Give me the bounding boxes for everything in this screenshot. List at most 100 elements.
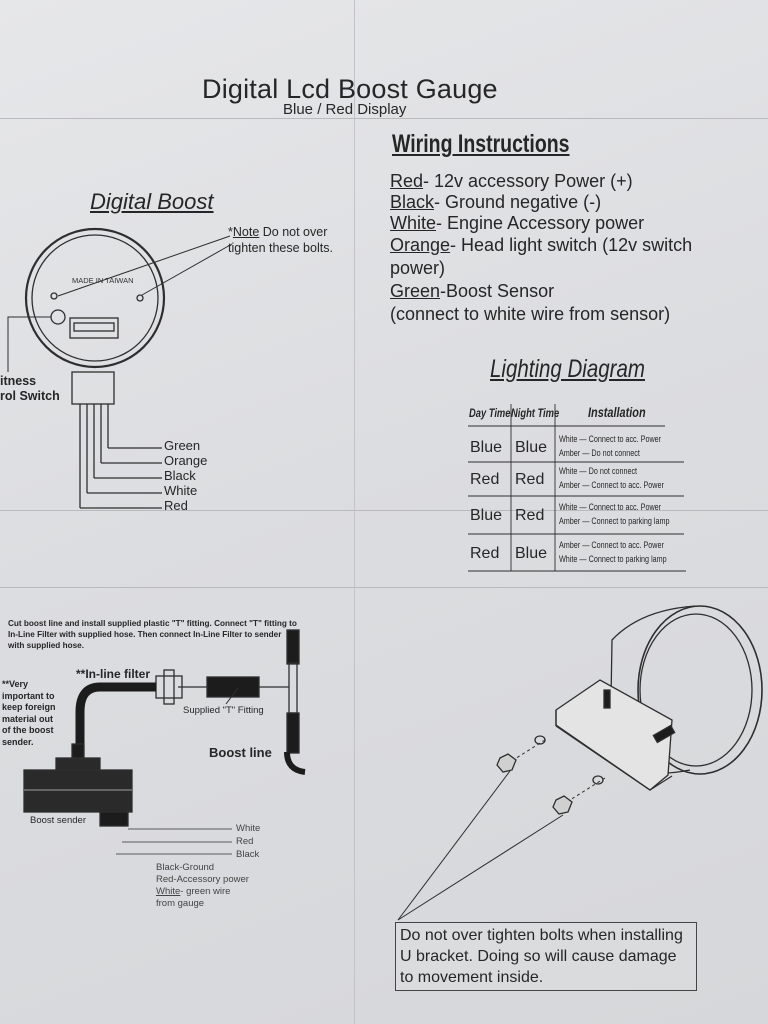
lead-instruction: Connect to parking lamp bbox=[591, 516, 670, 526]
wire-description: (connect to white wire from sensor) bbox=[390, 304, 671, 324]
inline-filter-label: **In-line filter bbox=[76, 667, 151, 681]
lead-color: White bbox=[559, 466, 578, 476]
wiring-heading: Wiring Instructions bbox=[392, 130, 570, 158]
wiring-line: Black- Ground negative (-) bbox=[390, 192, 601, 213]
day-color: Blue bbox=[470, 439, 503, 456]
lead-color: White bbox=[559, 554, 578, 564]
filter-warning-line: important to bbox=[2, 690, 55, 701]
lead-instruction: Do not connect bbox=[588, 466, 638, 476]
wire-color-name: Orange bbox=[390, 235, 451, 255]
boost-sender-label: Boost sender bbox=[30, 815, 86, 826]
filter-warning-line: **Very bbox=[2, 679, 29, 689]
lighting-heading: Lighting Diagram bbox=[490, 355, 645, 383]
sender-wiring-notes: Black-Ground Red-Accessory power White- … bbox=[156, 862, 249, 910]
wiring-line: (connect to white wire from sensor) bbox=[390, 304, 670, 325]
lead-instruction: Do not connect bbox=[591, 448, 640, 458]
wire-description: - Engine Accessory power bbox=[436, 213, 645, 233]
wiring-line: power) bbox=[390, 258, 445, 279]
fold-line bbox=[0, 118, 768, 119]
boost-line-drawing bbox=[75, 629, 306, 775]
filter-warning-line: keep foreign bbox=[2, 702, 56, 712]
lead-color: Amber bbox=[559, 516, 581, 526]
lead-color: Amber bbox=[559, 480, 581, 490]
night-color: Red bbox=[515, 507, 545, 524]
connector-drawing bbox=[71, 371, 162, 509]
lead-instruction: Connect to acc. Power bbox=[588, 434, 662, 444]
wiring-line: White- Engine Accessory power bbox=[390, 213, 644, 234]
fold-line bbox=[0, 510, 768, 511]
lead-instruction: Connect to acc. Power bbox=[588, 502, 662, 512]
note-text-line2: tighten these bolts. bbox=[228, 241, 333, 255]
wire-color-name: Red bbox=[390, 171, 424, 191]
lead-color: Amber bbox=[559, 540, 581, 550]
night-color: Blue bbox=[515, 439, 548, 456]
wire-label-white: White bbox=[164, 483, 198, 498]
wire-label-orange: Orange bbox=[164, 453, 208, 468]
lead-instruction: Connect to parking lamp bbox=[588, 554, 667, 564]
wire-description: - Ground negative (-) bbox=[434, 192, 602, 212]
wiring-line: Orange- Head light switch (12v switch bbox=[390, 235, 692, 256]
lead-color: White bbox=[559, 434, 578, 444]
sender-note-color: White bbox=[156, 886, 181, 897]
wire-color-name: White bbox=[390, 213, 437, 233]
wire-color-name: Black bbox=[390, 192, 435, 212]
fold-line bbox=[354, 0, 355, 1024]
boost-line-label: Boost line bbox=[209, 745, 272, 760]
wire-description: -Boost Sensor bbox=[440, 281, 555, 301]
boost-sender-drawing bbox=[23, 743, 232, 855]
filter-warning: **Very important to keep foreign materia… bbox=[2, 679, 56, 748]
note-text: Do not over bbox=[259, 225, 328, 239]
t-fitting-label: Supplied "T" Fitting bbox=[183, 705, 264, 716]
note-asterisk: * bbox=[228, 225, 233, 239]
column-header-day: Day Time bbox=[469, 406, 511, 420]
column-header-night: Night Time bbox=[511, 406, 560, 420]
day-color: Red bbox=[470, 545, 500, 562]
sender-wire-white: White bbox=[236, 823, 261, 834]
fold-line bbox=[0, 587, 768, 588]
night-color: Blue bbox=[515, 545, 548, 562]
filter-warning-line: material out bbox=[2, 713, 54, 724]
sender-wire-black: Black bbox=[236, 849, 260, 860]
gauge-bracket-drawing bbox=[397, 605, 763, 921]
day-color: Blue bbox=[470, 507, 503, 524]
wire-description: - Head light switch (12v switch bbox=[450, 235, 693, 255]
wire-label-black: Black bbox=[164, 468, 196, 483]
bolt-note: *Note Do not over tighten these bolts. bbox=[228, 224, 333, 256]
lighting-table-rules bbox=[468, 404, 686, 572]
day-color: Red bbox=[470, 471, 500, 488]
brightness-label-line2: rol Switch bbox=[0, 389, 60, 403]
page-title: Digital Lcd Boost Gauge bbox=[202, 74, 498, 104]
wire-color-name: Green bbox=[390, 281, 441, 301]
wire-label-green: Green bbox=[164, 438, 201, 453]
gauge-diagram-heading: Digital Boost bbox=[90, 189, 214, 214]
wire-label-red: Red bbox=[164, 498, 188, 513]
lead-color: White bbox=[559, 502, 578, 512]
lead-instruction: Connect to acc. Power bbox=[591, 480, 664, 490]
sender-note: Black-Ground bbox=[156, 862, 215, 873]
sender-wire-red: Red bbox=[236, 836, 254, 847]
sender-note: - green wire bbox=[180, 886, 231, 897]
sender-note: from gauge bbox=[156, 898, 205, 909]
filter-warning-line: of the boost bbox=[2, 725, 54, 735]
note-label: Note bbox=[232, 225, 260, 239]
lead-color: Amber bbox=[559, 448, 581, 458]
bracket-warning-box: Do not over tighten bolts when installin… bbox=[395, 922, 697, 991]
sender-note: Red-Accessory power bbox=[156, 874, 249, 885]
lead-instruction: Connect to acc. Power bbox=[591, 540, 664, 550]
wire-description: power) bbox=[390, 258, 446, 278]
column-header-installation: Installation bbox=[588, 404, 646, 420]
page-subtitle: Blue / Red Display bbox=[283, 101, 407, 118]
brightness-label-line1: itness bbox=[0, 374, 37, 388]
gauge-back-drawing bbox=[7, 227, 233, 372]
brightness-switch-label: itness rol Switch bbox=[0, 374, 60, 404]
night-color: Red bbox=[515, 471, 545, 488]
filter-warning-line: sender. bbox=[2, 736, 34, 747]
made-in-taiwan-text: MADE IN TAIWAN bbox=[72, 276, 134, 285]
wiring-line: Red- 12v accessory Power (+) bbox=[390, 171, 633, 192]
